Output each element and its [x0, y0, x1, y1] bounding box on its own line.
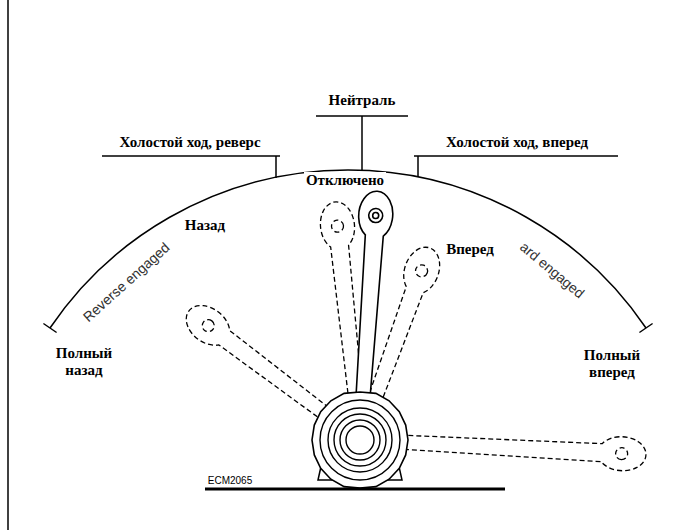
- leader-line: [275, 156, 277, 178]
- header-rule: [414, 155, 618, 157]
- end-label: Полный назад: [48, 345, 120, 380]
- hub-rings: [320, 400, 400, 480]
- position-label: Отключено: [304, 172, 386, 189]
- arc-text: ard engaged: [517, 239, 588, 302]
- control-hub: [312, 392, 408, 488]
- position-heading: Холостой ход, реверс: [119, 134, 260, 151]
- base-plate: [205, 488, 505, 491]
- end-label: Полный вперед: [572, 347, 652, 382]
- position-heading: Холостой ход, вперед: [446, 134, 588, 151]
- position-heading: Нейтраль: [329, 92, 396, 109]
- leader-line: [417, 156, 419, 177]
- control-lever: [346, 190, 395, 401]
- margin-rule: [7, 0, 9, 530]
- figure-number: ECM2065: [208, 475, 252, 487]
- arc-text: Reverse engaged: [80, 239, 173, 325]
- lever-ghost: [179, 200, 647, 472]
- direction-label: Назад: [183, 217, 227, 234]
- direction-label: Вперед: [444, 241, 496, 258]
- arc-end-tick: [43, 324, 56, 333]
- header-rule: [102, 155, 280, 157]
- arc-end-tick: [639, 324, 652, 333]
- leader-line: [361, 116, 363, 170]
